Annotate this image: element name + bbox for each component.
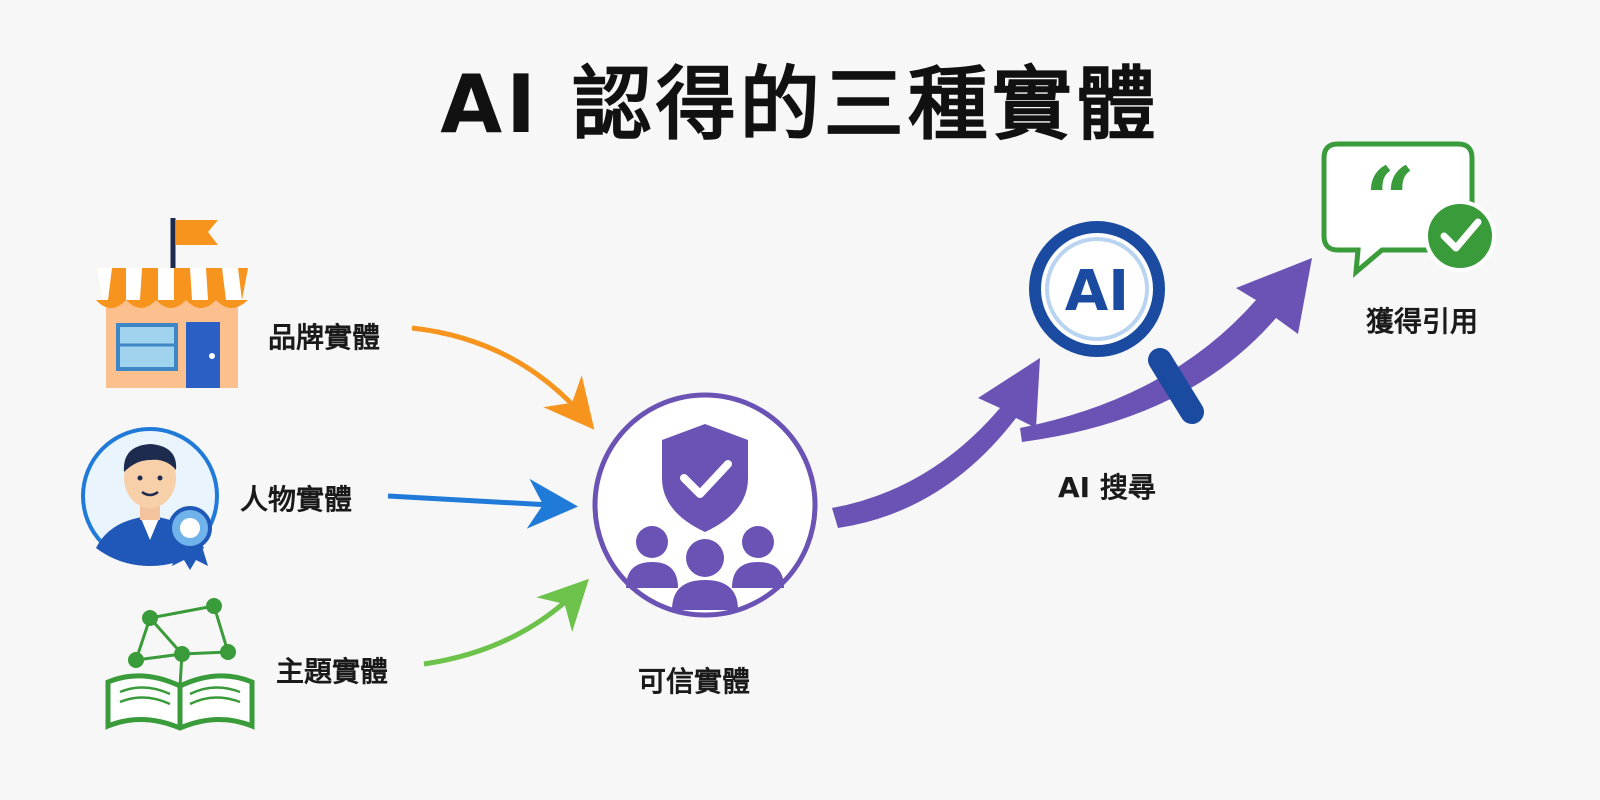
flag-icon [176,220,218,245]
shield-check-icon [662,424,748,532]
people-group-icon [626,526,784,610]
ai-search-label: AI 搜尋 [1058,471,1156,504]
arrow-topic-to-trusted [423,578,589,667]
arrow-trusted-to-search [832,358,1040,528]
award-ribbon-icon [168,506,212,570]
person-entity-label: 人物實體 [240,483,353,516]
citation-label: 獲得引用 [1366,305,1479,338]
page-title: AI 認得的三種實體 [440,58,1160,151]
topic-entity-label: 主題實體 [276,655,389,688]
arrow-brand-to-trusted [411,325,595,430]
book-network-icon [105,598,255,731]
magnifier-ai-icon: AI [1029,221,1204,424]
trusted-entity-node [592,392,818,618]
arrow-search-to-citation [1020,258,1312,442]
trusted-entity-label: 可信實體 [638,665,751,698]
ai-badge-text: AI [1065,259,1129,324]
arrow-person-to-trusted [387,478,578,529]
store-icon [96,218,248,388]
quote-glyph: “ [1365,147,1416,251]
brand-entity-label: 品牌實體 [268,321,381,354]
check-badge-icon [1424,200,1496,272]
